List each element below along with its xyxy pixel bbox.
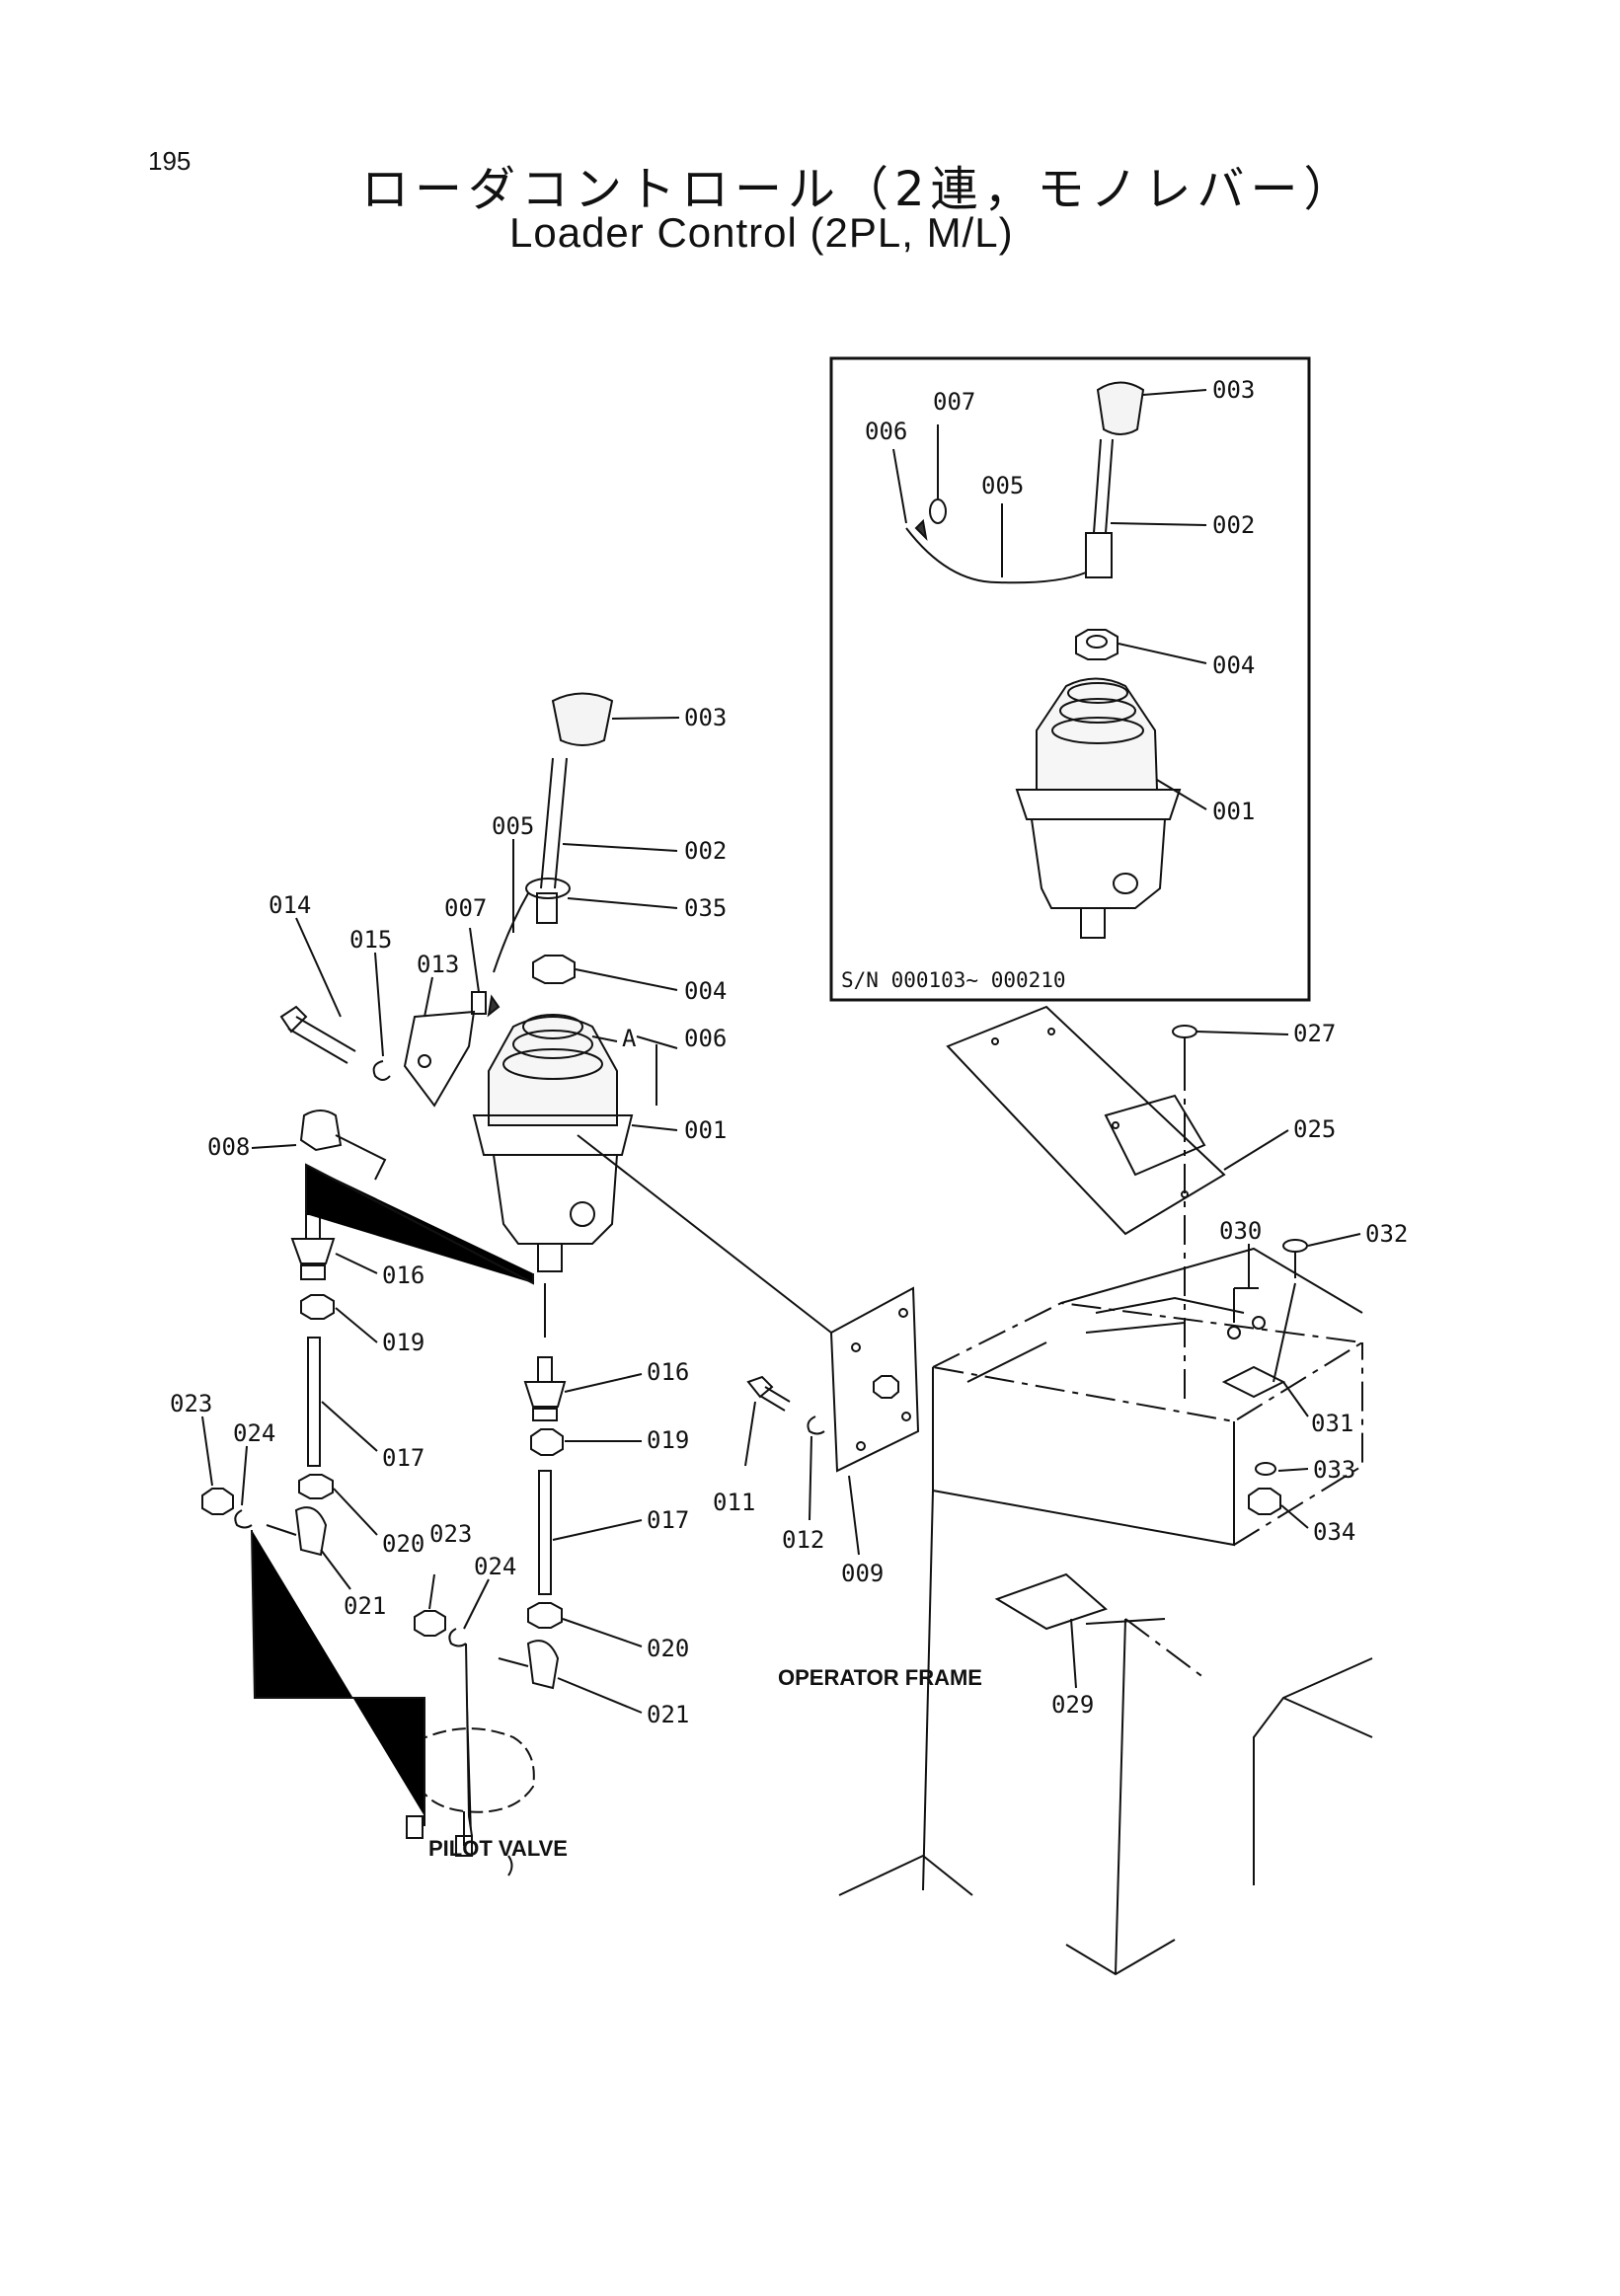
callout-017: 017 <box>647 1506 689 1534</box>
operator-frame <box>746 1005 1373 1976</box>
operator-frame-label: OPERATOR FRAME <box>778 1665 982 1690</box>
callout-007: 007 <box>444 894 487 922</box>
callout-023: 023 <box>170 1390 212 1417</box>
callout-024: 024 <box>474 1553 516 1580</box>
callout-001: 001 <box>684 1116 727 1144</box>
callout-009: 009 <box>841 1560 884 1587</box>
callout-004: 004 <box>1212 651 1255 679</box>
callout-A: A <box>622 1025 637 1052</box>
callout-005: 005 <box>981 472 1024 499</box>
callout-032: 032 <box>1365 1220 1408 1248</box>
callout-017: 017 <box>382 1444 424 1472</box>
operator-frame-leader-lines <box>577 1031 1361 1689</box>
callout-019: 019 <box>382 1329 424 1356</box>
callout-006: 006 <box>865 418 907 445</box>
callout-027: 027 <box>1293 1020 1336 1047</box>
callout-029: 029 <box>1051 1691 1094 1719</box>
inset-callouts: 003 007 006 005 002 004 001 S/N 000103~ … <box>841 376 1255 992</box>
inset-leader-lines <box>892 389 1207 810</box>
callout-025: 025 <box>1293 1115 1336 1143</box>
page-title-english: Loader Control (2PL, M/L) <box>509 209 1014 256</box>
callout-003: 003 <box>1212 376 1255 404</box>
callout-003: 003 <box>684 704 727 731</box>
callout-001: 001 <box>1212 798 1255 825</box>
inset-diagram <box>829 356 1311 1002</box>
callout-004: 004 <box>684 977 727 1005</box>
callout-016: 016 <box>382 1262 424 1289</box>
callout-016: 016 <box>647 1358 689 1386</box>
callout-012: 012 <box>782 1526 824 1554</box>
callout-013: 013 <box>417 951 459 978</box>
linkage-callouts: 016 019 023 024 017 020 021 023 024 016 … <box>170 1262 689 1861</box>
linkage-leader-lines <box>201 1163 643 1837</box>
callout-035: 035 <box>684 894 727 922</box>
page-title-japanese: ローダコントロール（2連，モノレバー） <box>361 162 1357 217</box>
callout-011: 011 <box>713 1489 755 1516</box>
callout-020: 020 <box>647 1635 689 1662</box>
callout-007: 007 <box>933 388 975 416</box>
callout-023: 023 <box>429 1520 472 1548</box>
callout-002: 002 <box>1212 511 1255 539</box>
callout-014: 014 <box>269 891 311 919</box>
callout-021: 021 <box>647 1701 689 1728</box>
callout-008: 008 <box>207 1133 250 1161</box>
page-number: 195 <box>148 146 192 176</box>
callout-002: 002 <box>684 837 727 865</box>
callout-021: 021 <box>344 1592 386 1620</box>
main-lever-callouts: 003 005 002 014 007 035 015 013 004 006 … <box>207 704 727 1161</box>
callout-031: 031 <box>1311 1410 1353 1437</box>
callout-019: 019 <box>647 1426 689 1454</box>
callout-005: 005 <box>492 812 534 840</box>
operator-frame-callouts: 027 025 030 032 031 033 034 011 012 009 … <box>713 1020 1408 1719</box>
callout-020: 020 <box>382 1530 424 1558</box>
main-lever-leader-lines <box>251 717 680 1149</box>
callout-024: 024 <box>233 1419 275 1447</box>
callout-015: 015 <box>349 926 392 954</box>
pilot-valve-label: PILOT VALVE <box>428 1836 568 1861</box>
main-lever-assembly <box>279 692 634 1272</box>
callout-030: 030 <box>1219 1217 1262 1245</box>
callout-034: 034 <box>1313 1518 1355 1546</box>
serial-number-range: S/N 000103~ 000210 <box>841 968 1066 992</box>
callout-006: 006 <box>684 1025 727 1052</box>
callout-033: 033 <box>1313 1456 1355 1484</box>
